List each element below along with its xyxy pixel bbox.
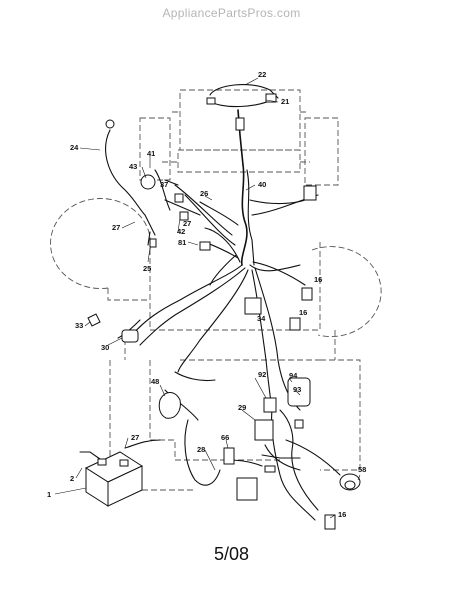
- callout-42: 42: [177, 227, 185, 236]
- callout-94: 94: [289, 371, 298, 380]
- callout-27a: 27: [112, 223, 120, 232]
- callout-92: 92: [258, 370, 266, 379]
- callout-16b: 16: [299, 308, 307, 317]
- battery: [79, 439, 161, 507]
- callout-33: 33: [75, 321, 83, 330]
- callout-leaders: [54, 77, 361, 519]
- callout-25: 25: [143, 264, 151, 273]
- callout-66: 66: [221, 433, 229, 442]
- callout-58: 58: [358, 465, 366, 474]
- callout-93: 93: [293, 385, 301, 394]
- callout-21: 21: [281, 97, 289, 106]
- components: [87, 93, 361, 530]
- tractor-outline: [50, 89, 382, 491]
- left-wiring: [105, 129, 263, 486]
- callout-16a: 16: [314, 275, 322, 284]
- page-footer: 5/08: [213, 544, 250, 564]
- callout-26: 26: [200, 189, 208, 198]
- callout-41: 41: [147, 149, 155, 158]
- callout-numbers: 22 21 24 43 41 37 40 26 27 42 27 81 25 1…: [47, 70, 366, 519]
- callout-34: 34: [257, 314, 266, 323]
- callout-29: 29: [238, 403, 246, 412]
- callout-16c: 16: [338, 510, 346, 519]
- callout-2: 2: [70, 474, 74, 483]
- callout-24: 24: [70, 143, 79, 152]
- callout-48: 48: [151, 377, 159, 386]
- callout-27b: 27: [183, 219, 191, 228]
- callout-28: 28: [197, 445, 205, 454]
- callout-40: 40: [258, 180, 266, 189]
- callout-37: 37: [160, 180, 168, 189]
- callout-81: 81: [178, 238, 186, 247]
- callout-22: 22: [258, 70, 266, 79]
- callout-1: 1: [47, 490, 51, 499]
- callout-27c: 27: [131, 433, 139, 442]
- callout-30: 30: [101, 343, 109, 352]
- callout-43: 43: [129, 162, 137, 171]
- watermark-text: AppliancePartsPros.com: [162, 6, 301, 20]
